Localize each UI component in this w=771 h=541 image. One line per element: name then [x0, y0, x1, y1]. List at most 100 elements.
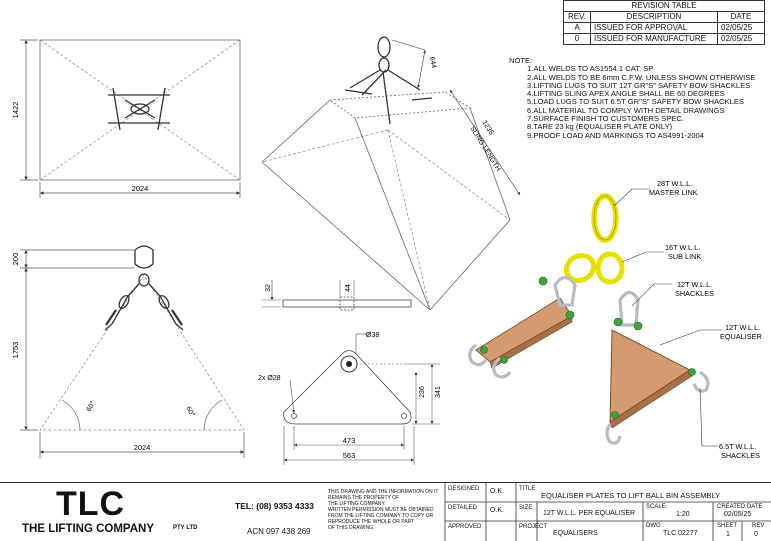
- disclaimer: THIS DRAWING AND THE INFORMATION ON IT R…: [328, 489, 438, 531]
- callout-shackles-65-1: 6.5T W.L.L.: [719, 442, 756, 451]
- sub-link-left: [563, 252, 597, 284]
- callout-master-link-2: MASTER LINK: [649, 188, 698, 197]
- front-width-label: 2024: [134, 443, 151, 452]
- note-item: 2.ALL WELDS TO BE 6mm C.F.W. UNLESS SHOW…: [527, 72, 756, 82]
- shackle-top-right: [618, 290, 640, 327]
- note-item: 9.PROOF LOAD AND MARKINGS TO AS4991-2004: [527, 130, 704, 140]
- shackle-top-left: [553, 275, 577, 307]
- leader-shackles-12: [631, 283, 672, 307]
- note-item: 1.ALL WELDS TO AS1554.1 CAT. SP: [527, 64, 654, 74]
- callout-shackles-12-2: SHACKLES: [675, 289, 714, 298]
- shackle-bottom-4: [692, 370, 710, 393]
- created-value: 02/05/25: [724, 511, 752, 518]
- disclaimer-line: THE LIFTING COMPANY.: [328, 501, 386, 507]
- iso-link-dim: [417, 49, 426, 89]
- dwg-label: DWG: [646, 523, 661, 529]
- plate-h2-label: 341: [435, 386, 442, 398]
- revision-table: REVISION TABLE REV. DESCRIPTION DATE A I…: [563, 0, 765, 45]
- iso-rigging: [344, 36, 433, 125]
- shackle-bottom-2: [492, 356, 512, 379]
- right-equaliser-plate: [609, 329, 691, 423]
- scale-value: 1:20: [676, 511, 690, 518]
- callout-equaliser-1: 12T W.L.L.: [725, 323, 760, 332]
- leader-shackles-65: [699, 387, 718, 447]
- general-notes: NOTE: 1.ALL WELDS TO AS1554.1 CAT. SP 2.…: [509, 56, 756, 140]
- plate-holes-label: 2x Ø28: [258, 375, 281, 382]
- revision-date: 02/05/25: [717, 33, 765, 45]
- sheet-label: SHEET: [717, 523, 738, 529]
- disclaimer-line: THIS DRAWING AND THE INFORMATION ON IT: [328, 489, 439, 495]
- plan-rigging: [108, 87, 170, 131]
- shackle-bottom-1: [468, 343, 488, 367]
- size-label: SIZE: [519, 505, 533, 511]
- scale-label: SCALE: [646, 504, 666, 510]
- plate-outline: [283, 350, 412, 425]
- notes-heading: NOTE:: [509, 56, 533, 65]
- callout-master-link-1: 28T W.L.L.: [657, 179, 692, 188]
- note-item: 7.SURFACE FINISH TO CUSTOMERS SPEC.: [527, 114, 684, 124]
- assembly-render: [468, 188, 722, 447]
- plate-w1-label: 473: [343, 436, 356, 445]
- leader-sub-link: [621, 251, 664, 263]
- isometric-view: [261, 36, 521, 311]
- designed-label: DESIGNED: [448, 486, 480, 492]
- plate-hole-left: [291, 413, 297, 419]
- drawing-title: EQUALISER PLATES TO LIFT BALL BIN ASSEMB…: [541, 491, 721, 500]
- title-block-grid: [444, 483, 771, 541]
- approved-label: APPROVED: [448, 524, 482, 530]
- plate-h1-label: 236: [419, 386, 426, 398]
- company-phone: TEL: (08) 9353 4333: [235, 501, 314, 511]
- iso-sling-dim: [449, 89, 521, 196]
- plan-outline: [39, 39, 241, 181]
- front-top-label: 200: [11, 253, 20, 266]
- bolts: [480, 276, 696, 419]
- revision-rev: 0: [563, 33, 591, 45]
- company-suffix: PTY LTD: [173, 525, 198, 531]
- plan-hidden-lines: [39, 39, 241, 181]
- rev-value: 0: [754, 531, 758, 538]
- callout-sub-link-1: 16T W.L.L.: [665, 243, 700, 252]
- company-logo: TLC: [56, 485, 126, 523]
- detailed-value: O.K.: [490, 507, 505, 514]
- sub-link-right: [595, 251, 625, 285]
- note-item: 4.LIFTING SLING APEX ANGLE SHALL BE 60 D…: [527, 89, 725, 99]
- disclaimer-line: REPRODUCE THE WHOLE OR PART: [328, 519, 415, 525]
- shackle-bottom-3: [605, 423, 622, 445]
- title-label: TITLE: [519, 486, 536, 492]
- plate-w2-label: 563: [343, 451, 356, 460]
- callout-sub-link-2: SUB LINK: [668, 252, 701, 261]
- created-label: CREATED DATE: [717, 504, 763, 510]
- plate-hole-right: [401, 413, 407, 419]
- sheet-value: 1: [726, 531, 730, 538]
- company-name: THE LIFTING COMPANY: [22, 523, 155, 535]
- front-rigging: [104, 245, 184, 331]
- plate-thk2-label: 44: [345, 284, 352, 292]
- disclaimer-line: OF THIS DRAWING.: [328, 525, 375, 531]
- title-block: TLC THE LIFTING COMPANY PTY LTD TEL: (08…: [0, 482, 771, 541]
- leader-master-link: [613, 188, 650, 207]
- rev-label: REV: [752, 523, 765, 529]
- disclaimer-line: WRITTEN PERMISSION MUST BE OBTAINED: [328, 507, 434, 513]
- company-acn: ACN 097 438 269: [247, 527, 311, 536]
- dwg-value: TLC 02277: [663, 530, 698, 537]
- callout-shackles-65-2: SHACKLES: [721, 451, 760, 460]
- note-item: 5.LOAD LUGS TO SUIT 6.5T GR"S" SAFETY BO…: [527, 97, 744, 107]
- project-value: EQUALISERS: [553, 530, 598, 537]
- plate-side-view: [262, 280, 412, 311]
- revision-row: 0 ISSUED FOR MANUFACTURE 02/05/25: [563, 33, 765, 45]
- plate-top-hole: [340, 355, 358, 373]
- note-item: 3.LIFTING LUGS TO SUIT 12T GR"S" SAFETY …: [527, 80, 751, 90]
- disclaimer-line: REMAINS THE PROPERTY OF: [328, 495, 400, 501]
- iso-sling-label: SLING LENGTH: [468, 125, 501, 172]
- plan-width-label: 2024: [132, 184, 149, 193]
- plate-front-view: [283, 333, 440, 465]
- note-item: 8.TARE 23 kg (EQUALISER PLATE ONLY): [527, 122, 673, 132]
- plate-hole-top-label: Ø38: [366, 332, 379, 339]
- detailed-label: DETAILED: [448, 505, 477, 511]
- designed-value: O.K.: [490, 488, 505, 495]
- size-value: 12T W.L.L. PER EQUALISER: [543, 510, 636, 517]
- note-item: 6.ALL MATERIAL TO COMPLY WITH DETAIL DRA…: [527, 105, 725, 115]
- project-label: PROJECT: [519, 524, 548, 530]
- angle-right-label: 60°: [184, 405, 196, 418]
- iso-pyramid-hidden: [261, 129, 511, 311]
